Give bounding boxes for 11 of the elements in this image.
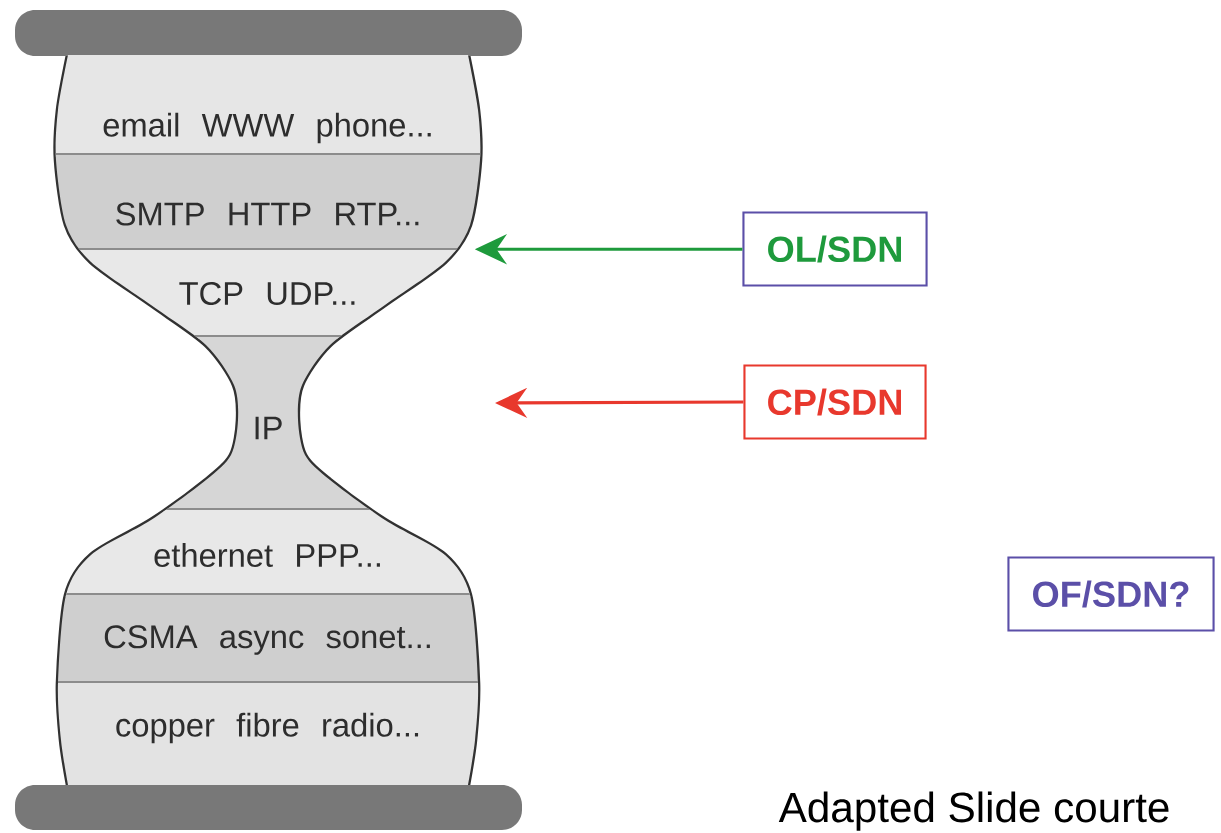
protocol-layer: CSMA async sonet... <box>55 595 481 686</box>
protocol-layer: TCP UDP... <box>55 250 481 340</box>
credit-text: Adapted Slide courte <box>778 791 1169 831</box>
protocol-layer: SMTP HTTP RTP... <box>55 155 481 253</box>
protocol-layer: ethernet PPP... <box>55 510 481 598</box>
label-box: OF/SDN? <box>1007 556 1215 632</box>
protocol-layer: email WWW phone... <box>55 55 481 158</box>
label-box: OL/SDN <box>742 211 928 287</box>
label-box: CP/SDN <box>743 364 927 440</box>
protocol-layer: IP <box>150 337 386 513</box>
protocol-layer: copper fibre radio... <box>55 683 481 785</box>
